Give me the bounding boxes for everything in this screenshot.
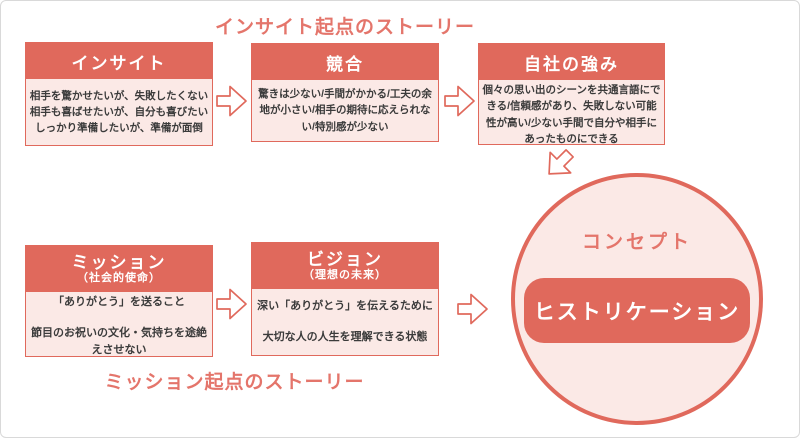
mission-box-subtitle: （社会的使命） [77, 272, 161, 285]
insight-line: 相手も喜ばせたいが、自分も喜びたい [29, 105, 209, 118]
mission-box-title: ミッション [71, 252, 167, 272]
vision-box: ビジョン （理想の未来） 深い「ありがとう」を伝えるために 大切な人の人生を理解… [251, 242, 439, 356]
vision-paragraph: 大切な人の人生を理解できる状態 [262, 331, 428, 343]
competitor-box-header: 競合 [252, 44, 438, 80]
insight-box-body: 相手を驚かせたいが、失敗したくない 相手も喜ばせたいが、自分も喜びたい しっかり… [26, 79, 212, 145]
concept-label: コンセプト [581, 232, 692, 253]
strength-box-header: 自社の強み [479, 44, 664, 80]
mission-story-title: ミッション起点のストーリー [104, 372, 365, 393]
arrow-right-icon [216, 84, 248, 118]
arrow-right-icon [457, 292, 489, 326]
concept-pill: ヒストリケーション [524, 278, 750, 343]
insight-line: 相手を驚かせたいが、失敗したくない [29, 89, 209, 102]
vision-box-subtitle: （理想の未来） [303, 269, 387, 282]
vision-paragraph: 深い「ありがとう」を伝えるために [257, 299, 433, 312]
mission-paragraph: 「ありがとう」を送ること [53, 296, 185, 308]
concept-value: ヒストリケーション [533, 300, 741, 324]
competitor-box-body: 驚きは少ない/手間がかかる/工夫の余地が小さい/相手の期待に応えられない/特別感… [252, 80, 438, 141]
arrow-right-icon [444, 84, 476, 118]
vision-box-header: ビジョン （理想の未来） [252, 243, 438, 289]
insight-box: インサイト 相手を驚かせたいが、失敗したくない 相手も喜ばせたいが、自分も喜びた… [25, 42, 213, 146]
competitor-box: 競合 驚きは少ない/手間がかかる/工夫の余地が小さい/相手の期待に応えられない/… [251, 43, 439, 142]
vision-box-body: 深い「ありがとう」を伝えるために 大切な人の人生を理解できる状態 [252, 289, 438, 355]
competitor-text: 驚きは少ない/手間がかかる/工夫の余地が小さい/相手の期待に応えられない/特別感… [258, 88, 432, 133]
competitor-box-title: 競合 [326, 54, 364, 74]
strength-text: 個々の思い出のシーンを共通言語にできる/信頼感があり、失敗しない可能性が高い/少… [482, 84, 661, 145]
arrow-down-left-icon [536, 141, 583, 188]
insight-story-title: インサイト起点のストーリー [214, 17, 475, 38]
strength-box-body: 個々の思い出のシーンを共通言語にできる/信頼感があり、失敗しない可能性が高い/少… [479, 80, 664, 149]
mission-box-header: ミッション （社会的使命） [26, 246, 212, 292]
mission-paragraph: 節目のお祝いの文化・気持ちを途絶えさせない [31, 327, 207, 357]
insight-box-title: インサイト [71, 53, 167, 73]
insight-line: しっかり準備したいが、準備が面倒 [35, 122, 203, 135]
concept-circle: コンセプト ヒストリケーション [511, 173, 763, 425]
strength-box: 自社の強み 個々の思い出のシーンを共通言語にできる/信頼感があり、失敗しない可能… [478, 43, 665, 145]
vision-box-title: ビジョン [307, 249, 383, 269]
strength-box-title: 自社の強み [524, 54, 619, 74]
arrow-right-icon [216, 287, 248, 321]
mission-box: ミッション （社会的使命） 「ありがとう」を送ること 節目のお祝いの文化・気持ち… [25, 245, 213, 357]
mission-box-body: 「ありがとう」を送ること 節目のお祝いの文化・気持ちを途絶えさせない [26, 292, 212, 361]
insight-box-header: インサイト [26, 43, 212, 79]
